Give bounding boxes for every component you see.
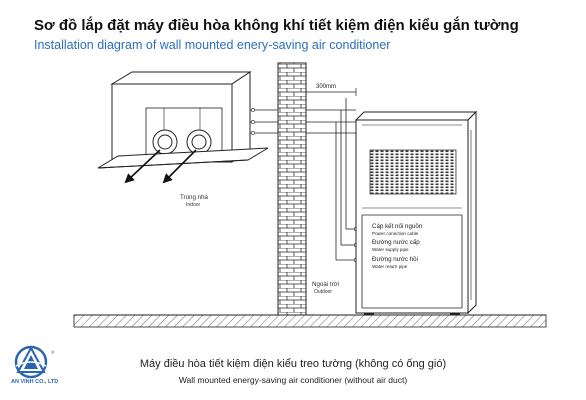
dimension-label: 300mm bbox=[316, 84, 336, 90]
power-cable-label-vi: Cáp kết nối nguồn bbox=[372, 223, 423, 230]
connection-labels: Cáp kết nối nguồn Power conection cable … bbox=[372, 223, 423, 269]
vent-grille bbox=[369, 149, 457, 195]
caption-en: Wall mounted energy-saving air condition… bbox=[178, 375, 408, 385]
company-logo-icon bbox=[14, 345, 48, 379]
outdoor-label-vi: Ngoài trời bbox=[312, 281, 339, 288]
brick-wall bbox=[277, 62, 307, 316]
airflow-arrows bbox=[124, 149, 197, 184]
pipes bbox=[306, 98, 359, 263]
return-pipe-label-en: Water return pipe bbox=[372, 264, 408, 269]
company-name: AN VINH CO., LTD bbox=[11, 379, 59, 385]
registered-mark: ® bbox=[51, 350, 55, 355]
supply-pipe-label-vi: Đường nước cấp bbox=[372, 239, 420, 246]
ground bbox=[73, 314, 547, 328]
indoor-label-vi: Trong nhà bbox=[180, 194, 209, 201]
supply-pipe-label-en: Water supply pipe bbox=[372, 247, 409, 252]
outdoor-label-en: Outdoor bbox=[314, 289, 332, 295]
diagram-title-en: Installation diagram of wall mounted ene… bbox=[34, 38, 391, 52]
indoor-unit bbox=[97, 71, 278, 169]
power-cable-label-en: Power conection cable bbox=[372, 231, 419, 236]
caption-vi: Máy điều hòa tiết kiệm điện kiểu treo tư… bbox=[139, 358, 447, 370]
return-pipe-label-vi: Đường nước hồi bbox=[372, 256, 418, 263]
diagram-title-vi: Sơ đồ lắp đặt máy điều hòa không khí tiế… bbox=[34, 17, 519, 34]
outdoor-unit bbox=[354, 110, 478, 315]
dimension-300mm: 300mm bbox=[305, 84, 357, 96]
indoor-label-en: Indoor bbox=[186, 202, 201, 208]
